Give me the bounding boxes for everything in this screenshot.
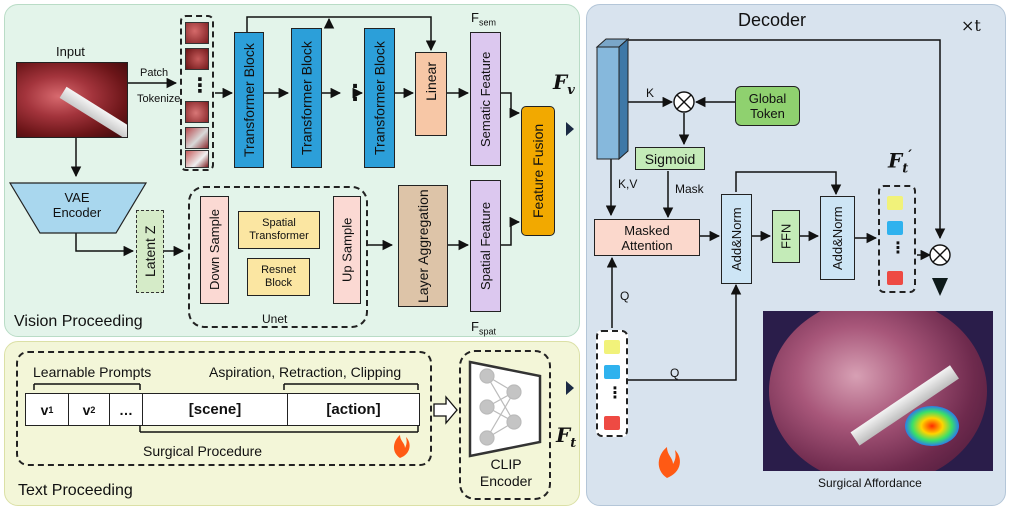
patch-thumb [185,127,209,149]
ftp-token-yellow [887,196,903,210]
unet-label: Unet [262,312,288,326]
block-dots: ⋮ [344,80,366,105]
feature-fusion-block: Feature Fusion [521,106,555,236]
patch-label: Patch [140,67,169,79]
brace-aspiration [283,383,419,390]
transformer-block-1: Transformer Block [234,32,264,168]
heatmap-blob [905,406,959,446]
aspiration-label: Aspiration, Retraction, Clipping [209,364,402,380]
linear-block: Linear [415,52,447,136]
input-label: Input [56,44,85,59]
surgical-procedure-label: Surgical Procedure [143,443,263,459]
fv-label: Fv [553,70,575,98]
transformer-block-2: Transformer Block [291,28,322,168]
down-sample-block: Down Sample [200,196,229,304]
brace-procedure [139,426,419,433]
affordance-image [763,311,993,471]
text-section-label: Text Proceeding [18,482,133,499]
decoder-repeat: ×t [961,16,981,35]
layer-aggregation-block: Layer Aggregation [398,185,448,307]
kv-label: K,V [618,177,638,191]
prompt-token-scene: [scene] [143,394,288,425]
q2-label: Q [670,366,680,380]
network-icon [479,368,522,446]
patch-thumb [185,101,209,123]
patch-thumb [185,150,209,168]
addnorm-block-1: Add&Norm [721,194,752,284]
linear-label: Linear [423,61,439,101]
clip-frame [459,350,551,500]
vision-section-label: Vision Proceeding [14,313,143,330]
prompt-token-ellipsis: … [110,394,143,425]
brace-learnable [33,383,141,390]
sigmoid-block: Sigmoid [635,147,705,170]
ft-label: Ft [556,423,577,451]
ftp-token-red [887,271,903,285]
hollow-arrow-icon [433,395,458,425]
unet-frame [188,186,368,328]
learnable-prompts-label: Learnable Prompts [33,364,152,380]
query-token-dots: ⋮ [607,385,623,402]
input-surgical-image [16,62,128,138]
skip-arrow-top [246,16,437,52]
ftp-label: Ft′ [888,148,912,177]
fire-icon [658,447,680,478]
up-sample-block: Up Sample [333,196,361,304]
decoder-tokens-frame [878,185,916,293]
patch-thumb [185,48,209,70]
decoder-feature-map [596,46,620,160]
spatial-feature-block: Spatial Feature [470,180,501,312]
latent-z-block: Latent Z [136,210,164,293]
semantic-feature-block: Sematic Feature [470,32,501,166]
addnorm-block-2: Add&Norm [820,196,855,280]
surgical-affordance-label: Surgical Affordance [818,476,922,490]
mask-label: Mask [675,182,704,196]
play-triangle-icon [566,122,574,136]
query-token-red [604,416,620,430]
tokenize-label: Tokenize [137,93,181,105]
resnet-block: Resnet Block [247,258,310,296]
patch-dots: ⋮ [190,75,210,97]
ffn-block: FFN [772,210,800,263]
patch-stack-frame [180,15,214,171]
play-triangle-icon [932,278,948,296]
query-token-blue [604,365,620,379]
play-triangle-icon [566,381,574,395]
vae-encoder-shape [8,182,148,234]
fspat-label: Fspat [471,319,496,337]
query-token-yellow [604,340,620,354]
prompt-frame [16,351,432,466]
transformer-block-3: Transformer Block [364,28,395,168]
ftp-token-dots: ⋮ [890,240,906,257]
decoder-title: Decoder [738,10,807,30]
fire-icon [393,435,410,458]
k-label: K [646,86,655,100]
patch-thumb [185,22,209,44]
fsem-label: Fsem [471,10,496,28]
ftp-token-blue [887,221,903,235]
q-label: Q [620,289,630,303]
prompt-token-action: [action] [326,401,381,418]
spatial-transformer-block: Spatial Transformer [238,211,320,249]
